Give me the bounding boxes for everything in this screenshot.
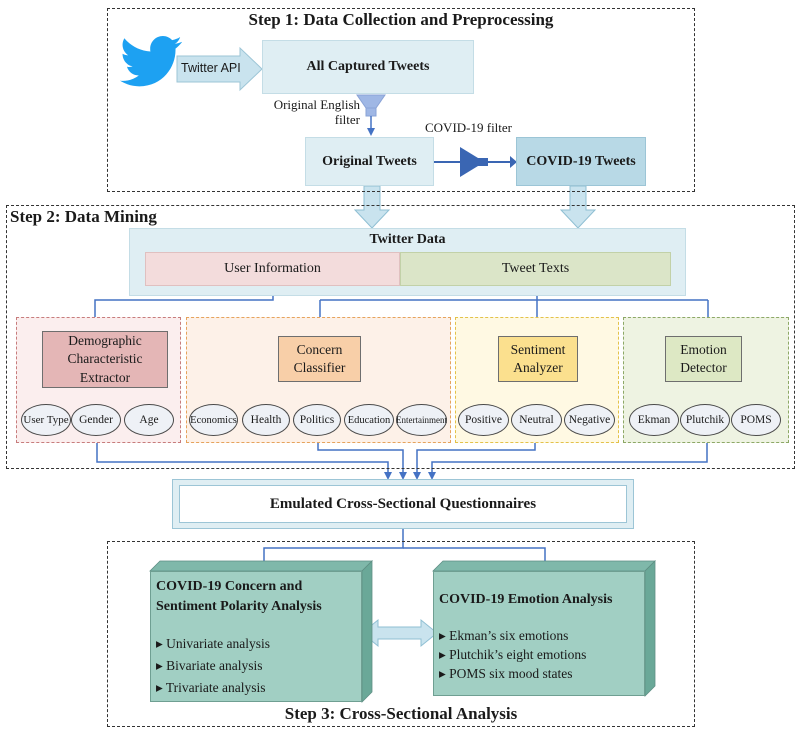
emotion-detector-cube: Emotion Detector	[665, 336, 742, 382]
covid-tweets-box: COVID-19 Tweets	[516, 137, 646, 186]
oval-economics: Economics	[189, 404, 238, 436]
questionnaire-box: Emulated Cross-Sectional Questionnaires	[179, 485, 627, 523]
original-filter-label: Original English filter	[273, 97, 360, 127]
tweet-texts-box: Tweet Texts	[400, 252, 671, 286]
oval-poms: POMS	[731, 404, 781, 436]
questionnaire-label: Emulated Cross-Sectional Questionnaires	[269, 495, 537, 512]
oval-user-type: User Type	[21, 404, 71, 436]
covid-tweets-label: COVID-19 Tweets	[526, 153, 636, 169]
analysis-item-bivariate: ▸ Bivariate analysis	[156, 658, 263, 673]
concern-classifier-cube: Concern Classifier	[278, 336, 361, 382]
step1-panel	[107, 8, 695, 192]
analysis-item-trivariate: ▸ Trivariate analysis	[156, 680, 266, 695]
twitter-bird-icon	[116, 30, 188, 92]
sentiment-analyzer-label: Sentiment Analyzer	[510, 341, 566, 375]
emotion-item-ekman: ▸ Ekman’s six emotions	[439, 628, 569, 643]
concern-sentiment-analysis-list: ▸ Univariate analysis ▸ Bivariate analys…	[156, 633, 270, 699]
concern-sentiment-analysis-title: COVID-19 Concern and Sentiment Polarity …	[156, 579, 322, 614]
step1-title: Step 1: Data Collection and Preprocessin…	[248, 10, 554, 29]
demographic-extractor-label: Demographic Characteristic Extractor	[67, 333, 143, 385]
emotion-analysis-box: COVID-19 Emotion Analysis ▸ Ekman’s six …	[433, 571, 645, 696]
user-information-label: User Information	[224, 261, 321, 276]
covid-filter-funnel-icon	[434, 147, 517, 177]
oval-health: Health	[242, 404, 290, 436]
down-arrow-original	[353, 185, 391, 229]
user-information-box: User Information	[145, 252, 400, 286]
oval-politics: Politics	[293, 404, 341, 436]
oval-plutchik: Plutchik	[680, 404, 730, 436]
twitter-api-label: Twitter API	[181, 61, 241, 75]
oval-gender: Gender	[71, 404, 121, 436]
step3-title: Step 3: Cross-Sectional Analysis	[284, 704, 518, 723]
emotion-detector-label: Emotion Detector	[680, 341, 727, 375]
concern-sentiment-analysis-box: COVID-19 Concern and Sentiment Polarity …	[150, 571, 362, 702]
sentiment-analyzer-cube: Sentiment Analyzer	[498, 336, 578, 382]
funnel-icon	[356, 94, 386, 117]
emotion-item-poms: ▸ POMS six mood states	[439, 666, 573, 681]
oval-neutral: Neutral	[511, 404, 562, 436]
oval-negative: Negative	[564, 404, 615, 436]
step2-panel	[6, 205, 795, 469]
down-arrow-covid	[559, 185, 597, 229]
tweet-texts-label: Tweet Texts	[501, 261, 570, 276]
twitter-data-label: Twitter Data	[369, 232, 446, 247]
oval-positive: Positive	[458, 404, 509, 436]
oval-education: Education	[344, 404, 394, 436]
original-tweets-label: Original Tweets	[322, 153, 417, 169]
step2-title: Step 2: Data Mining	[10, 207, 157, 226]
oval-entertainment: Entertainment	[396, 404, 447, 436]
emotion-analysis-title: COVID-19 Emotion Analysis	[439, 592, 613, 607]
original-tweets-box: Original Tweets	[305, 137, 434, 186]
oval-ekman: Ekman	[629, 404, 679, 436]
twitter-api-arrow	[176, 46, 263, 92]
all-captured-tweets-label: All Captured Tweets	[306, 59, 430, 74]
oval-age: Age	[124, 404, 174, 436]
demographic-extractor-cube: Demographic Characteristic Extractor	[42, 331, 168, 388]
emotion-item-plutchik: ▸ Plutchik’s eight emotions	[439, 647, 587, 662]
step3-panel	[107, 541, 695, 727]
concern-classifier-label: Concern Classifier	[293, 341, 346, 375]
all-captured-tweets-box: All Captured Tweets	[262, 40, 474, 94]
covid-filter-label: COVID-19 filter	[425, 120, 513, 135]
analysis-item-univariate: ▸ Univariate analysis	[156, 636, 270, 651]
emotion-analysis-list: ▸ Ekman’s six emotions ▸ Plutchik’s eigh…	[439, 626, 586, 683]
